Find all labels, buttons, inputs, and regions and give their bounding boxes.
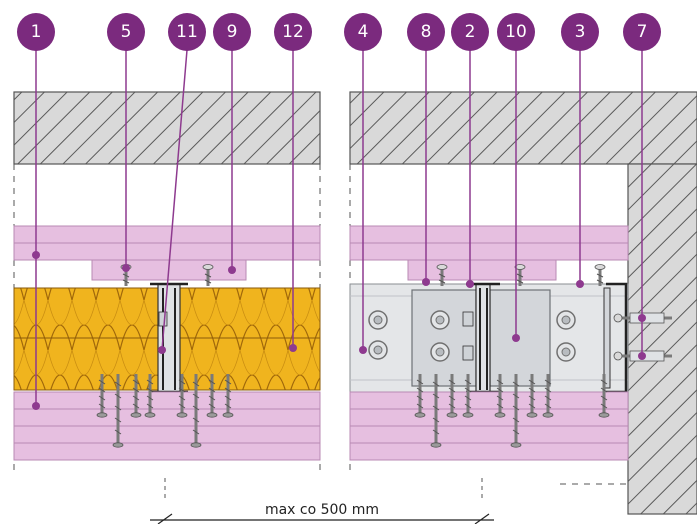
board-layer-upper-right [349,225,629,261]
callout-9-label: 9 [227,22,238,42]
callout-2: 2 [451,13,489,51]
callout-1-label: 1 [31,22,42,42]
concrete-wall-right [627,163,697,515]
callout-10: 10 [497,13,535,51]
callout-7: 7 [623,13,661,51]
callout-5: 5 [107,13,145,51]
board-layer-lower-left [13,391,321,461]
callout-5-label: 5 [121,22,132,42]
dimension-line: max co 500 mm [150,478,494,524]
callout-4-label: 4 [358,22,369,42]
callout-11: 11 [168,13,206,51]
callout-11-label: 11 [176,22,198,42]
callout-12-label: 12 [282,22,304,42]
callout-8-label: 8 [421,22,432,42]
callout-12: 12 [274,13,312,51]
steel-profile-left [150,282,188,394]
strip-right [407,259,557,281]
callout-7-label: 7 [637,22,648,42]
callout-badges: 1 5 11 9 12 4 8 2 10 3 7 [17,13,661,51]
callout-3-label: 3 [575,22,586,42]
board-layer-lower-right [349,391,629,461]
leader-dots [32,251,646,410]
callout-1: 1 [17,13,55,51]
callout-9: 9 [213,13,251,51]
callout-3: 3 [561,13,599,51]
dimension-label: max co 500 mm [265,502,379,518]
callout-8: 8 [407,13,445,51]
concrete-slab-right [349,91,697,165]
callout-10-label: 10 [505,22,527,42]
concrete-slab-left [13,91,321,165]
left-section [13,91,321,470]
right-section [349,91,697,515]
callout-4: 4 [344,13,382,51]
leader-lines [35,49,643,406]
callout-2-label: 2 [465,22,476,42]
board-layer-upper-left [13,225,321,261]
